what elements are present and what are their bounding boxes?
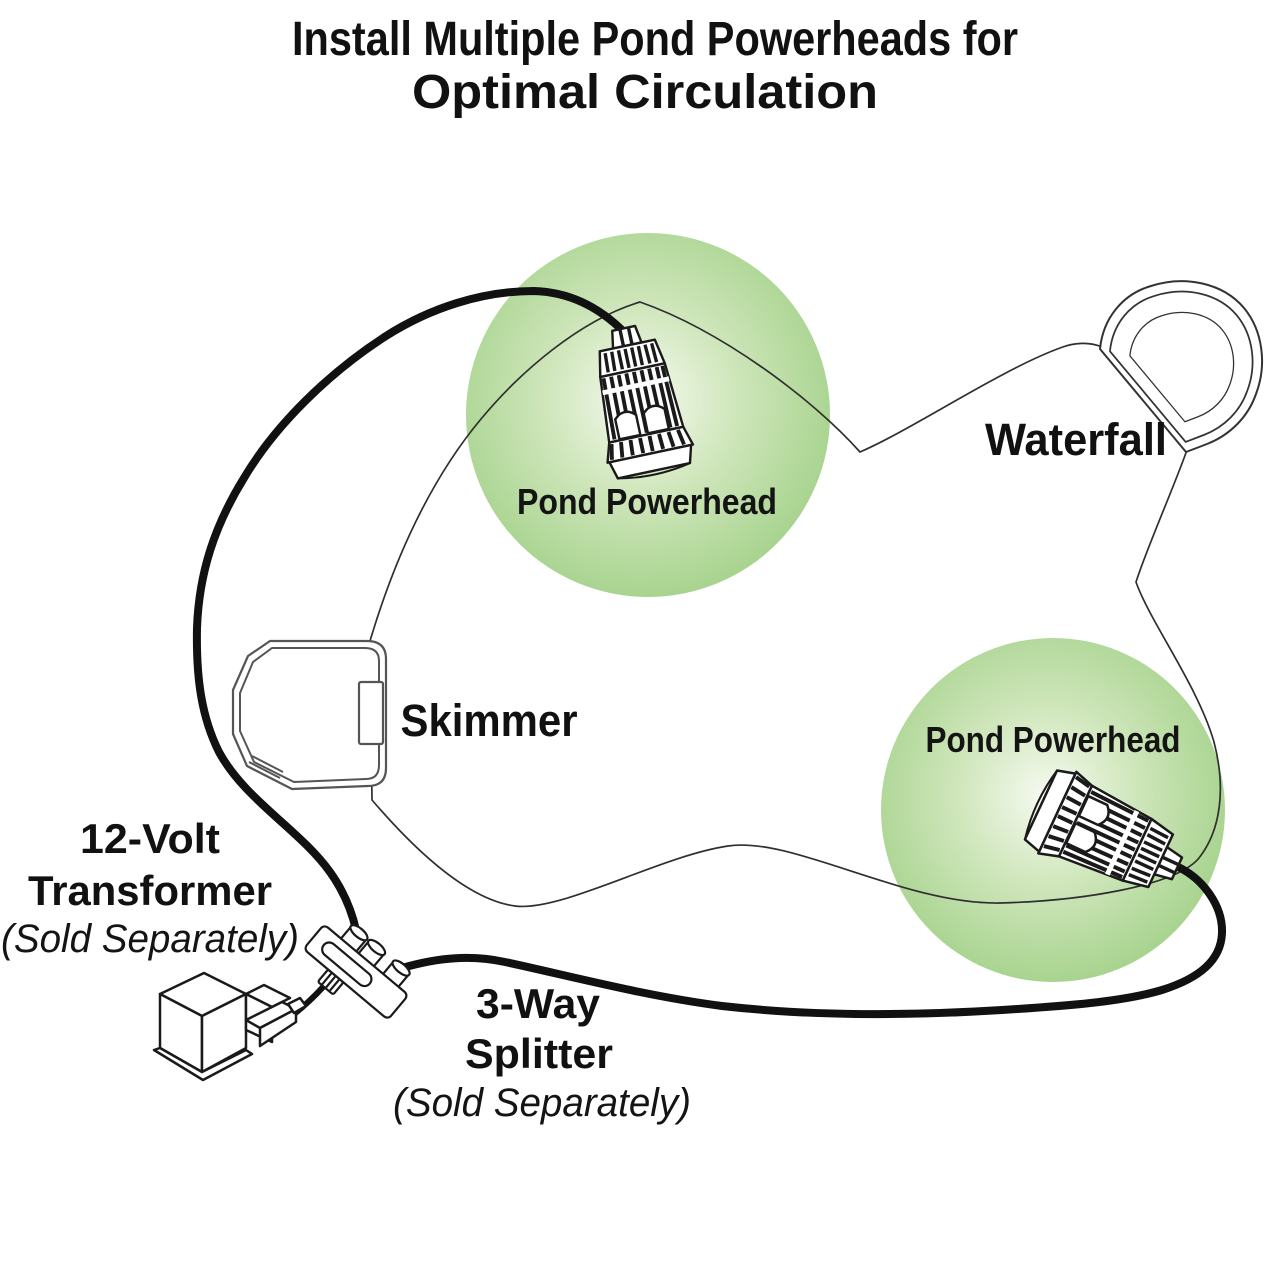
cable-splitter-to-powerhead-2 (398, 862, 1227, 1019)
splitter-label-line2: Splitter (465, 1030, 613, 1077)
skimmer-label: Skimmer (401, 695, 578, 746)
transformer-label-line1: 12-Volt (80, 815, 220, 862)
splitter-slot (321, 941, 373, 988)
cable-splitter-to-powerhead-1 (192, 286, 628, 934)
splitter-sold-separately-note: (Sold Separately) (393, 1081, 691, 1125)
powerhead-1-label: Pond Powerhead (517, 481, 777, 522)
waterfall-label: Waterfall (985, 414, 1167, 465)
transformer-illustration (152, 971, 308, 1082)
diagram-title-line2: Optimal Circulation (412, 66, 878, 119)
diagram-title-line1: Install Multiple Pond Powerheads for (292, 13, 1018, 66)
splitter-illustration (304, 924, 411, 1019)
waterfall-illustration (1099, 280, 1263, 453)
transformer-sold-separately-note: (Sold Separately) (1, 917, 299, 961)
transformer-label-line2: Transformer (28, 867, 272, 914)
splitter-label-line1: 3-Way (476, 980, 601, 1027)
transformer-plug-tab (286, 996, 308, 1015)
pond-outline (369, 301, 1222, 908)
skimmer-illustration (231, 639, 388, 791)
powerhead-2-label: Pond Powerhead (926, 719, 1181, 760)
skimmer-door (357, 680, 385, 746)
